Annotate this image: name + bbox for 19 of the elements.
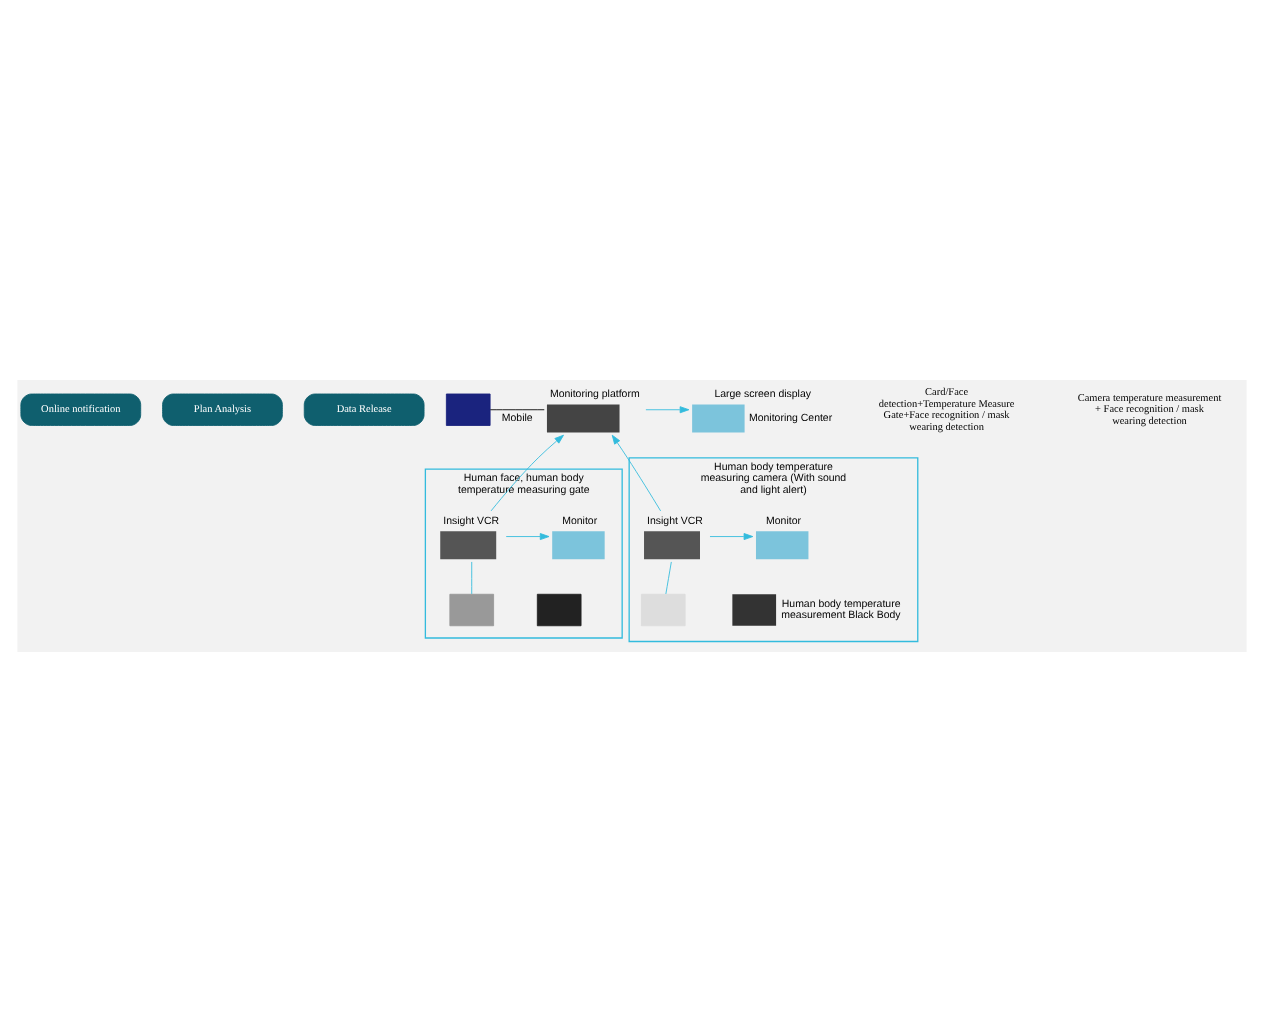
connector (471, 561, 473, 595)
arrow (709, 533, 754, 541)
node-box (640, 593, 686, 627)
arrow (490, 434, 564, 512)
arrow (611, 434, 662, 512)
connector (489, 409, 545, 411)
arrow (505, 533, 550, 541)
connector (665, 561, 672, 595)
node-box (546, 404, 620, 433)
node-box (552, 531, 605, 560)
node-box (644, 531, 700, 560)
node-box (445, 393, 491, 426)
node-box (755, 531, 809, 560)
node-box (536, 593, 582, 627)
node-box (449, 593, 495, 627)
node-box (440, 531, 497, 560)
node-box (692, 404, 745, 433)
node-box (732, 594, 777, 626)
arrow (645, 406, 690, 414)
